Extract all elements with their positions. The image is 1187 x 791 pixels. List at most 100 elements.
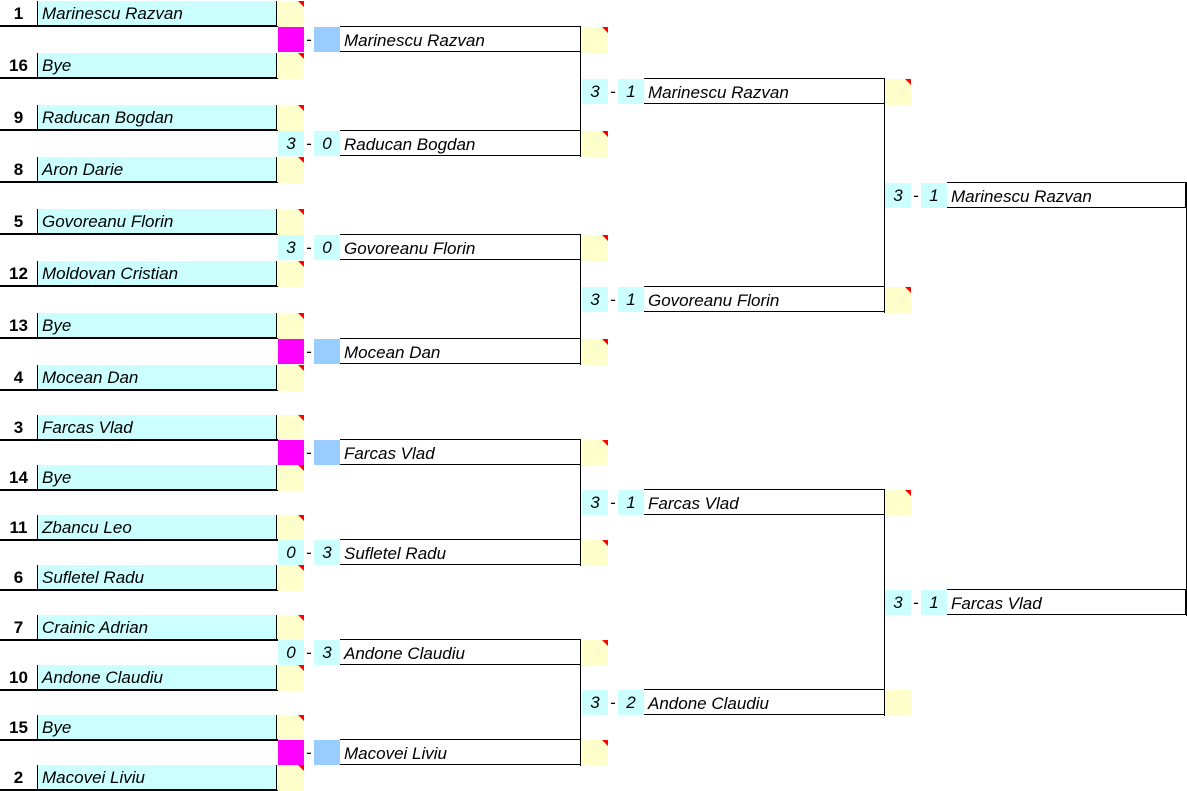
player-cell[interactable]: Bye	[38, 53, 277, 78]
score-dash: -	[608, 490, 618, 515]
seed-number: 15	[0, 715, 38, 740]
winner-cell[interactable]: Macovei Liviu	[340, 739, 581, 765]
comment-cell	[278, 157, 304, 183]
row-divider	[0, 26, 278, 27]
score-left[interactable]: 0	[278, 640, 304, 665]
row-divider	[0, 739, 278, 740]
player-cell[interactable]: Sufletel Radu	[38, 565, 277, 590]
bracket-connector	[884, 78, 885, 313]
score-left[interactable]: 3	[582, 690, 608, 715]
score-right[interactable]	[314, 27, 340, 52]
score-dash: -	[608, 287, 618, 312]
winner-cell[interactable]: Andone Claudiu	[644, 689, 885, 715]
comment-cell	[885, 690, 911, 716]
score-left[interactable]	[278, 740, 304, 765]
comment-cell	[582, 235, 608, 261]
player-cell[interactable]: Bye	[38, 465, 277, 490]
row-divider	[0, 130, 278, 131]
winner-cell[interactable]: Mocean Dan	[340, 338, 581, 364]
row-divider	[0, 78, 278, 79]
winner-cell[interactable]: Farcas Vlad	[947, 589, 1186, 615]
winner-cell[interactable]: Raducan Bogdan	[340, 130, 581, 156]
player-cell[interactable]: Mocean Dan	[38, 365, 277, 390]
player-cell[interactable]: Bye	[38, 313, 277, 338]
score-left[interactable]: 3	[278, 131, 304, 156]
player-cell[interactable]: Farcas Vlad	[38, 415, 277, 440]
player-cell[interactable]: Moldovan Cristian	[38, 261, 277, 286]
winner-cell[interactable]: Andone Claudiu	[340, 639, 581, 665]
score-right[interactable]: 1	[921, 183, 947, 208]
comment-cell	[278, 209, 304, 235]
comment-cell	[582, 131, 608, 157]
seed-number: 10	[0, 665, 38, 690]
score-right[interactable]: 0	[314, 235, 340, 260]
score-right[interactable]: 0	[314, 131, 340, 156]
row-divider	[0, 540, 278, 541]
winner-cell[interactable]: Marinescu Razvan	[947, 182, 1186, 208]
score-dash: -	[304, 27, 314, 52]
comment-cell	[278, 665, 304, 691]
player-cell[interactable]: Govoreanu Florin	[38, 209, 277, 234]
seed-number: 13	[0, 313, 38, 338]
comment-cell	[278, 465, 304, 491]
row-divider	[0, 590, 278, 591]
row-divider	[0, 640, 278, 641]
score-right[interactable]: 1	[921, 590, 947, 615]
row-divider	[0, 740, 278, 741]
winner-cell[interactable]: Farcas Vlad	[340, 439, 581, 465]
comment-cell	[278, 313, 304, 339]
seed-number: 4	[0, 365, 38, 390]
score-right[interactable]: 1	[618, 287, 644, 312]
score-right[interactable]: 3	[314, 540, 340, 565]
winner-cell[interactable]: Farcas Vlad	[644, 489, 885, 515]
winner-cell[interactable]: Govoreanu Florin	[644, 286, 885, 312]
winner-cell[interactable]: Marinescu Razvan	[644, 78, 885, 104]
winner-cell[interactable]: Sufletel Radu	[340, 539, 581, 565]
player-cell[interactable]: Zbancu Leo	[38, 515, 277, 540]
score-left[interactable]	[278, 27, 304, 52]
seed-number: 5	[0, 209, 38, 234]
score-dash: -	[304, 740, 314, 765]
player-cell[interactable]: Macovei Liviu	[38, 765, 277, 790]
player-cell[interactable]: Aron Darie	[38, 157, 277, 182]
player-cell[interactable]: Bye	[38, 715, 277, 740]
bracket-connector	[884, 490, 885, 716]
score-left[interactable]: 3	[582, 79, 608, 104]
comment-cell	[278, 365, 304, 391]
score-left[interactable]: 3	[885, 590, 911, 615]
score-left[interactable]: 3	[582, 287, 608, 312]
score-left[interactable]: 0	[278, 540, 304, 565]
score-right[interactable]: 3	[314, 640, 340, 665]
comment-cell	[278, 261, 304, 287]
row-divider	[0, 338, 278, 339]
score-left[interactable]	[278, 339, 304, 364]
comment-cell	[278, 715, 304, 741]
score-left[interactable]: 3	[885, 183, 911, 208]
comment-cell	[582, 740, 608, 766]
score-left[interactable]	[278, 440, 304, 465]
score-right[interactable]: 1	[618, 79, 644, 104]
score-left[interactable]: 3	[278, 235, 304, 260]
comment-cell	[582, 27, 608, 53]
comment-cell	[885, 490, 911, 516]
score-right[interactable]	[314, 740, 340, 765]
winner-cell[interactable]: Govoreanu Florin	[340, 234, 581, 260]
comment-cell	[885, 287, 911, 313]
score-dash: -	[911, 183, 921, 208]
comment-cell	[582, 440, 608, 466]
score-left[interactable]: 3	[582, 490, 608, 515]
score-dash: -	[304, 440, 314, 465]
score-right[interactable]: 1	[618, 490, 644, 515]
winner-cell[interactable]: Marinescu Razvan	[340, 26, 581, 52]
player-cell[interactable]: Marinescu Razvan	[38, 1, 277, 26]
seed-number: 6	[0, 565, 38, 590]
score-right[interactable]	[314, 440, 340, 465]
row-divider	[0, 639, 278, 640]
player-cell[interactable]: Andone Claudiu	[38, 665, 277, 690]
player-cell[interactable]: Raducan Bogdan	[38, 105, 277, 130]
player-cell[interactable]: Crainic Adrian	[38, 615, 277, 640]
score-dash: -	[608, 79, 618, 104]
score-right[interactable]: 2	[618, 690, 644, 715]
score-dash: -	[304, 640, 314, 665]
score-right[interactable]	[314, 339, 340, 364]
